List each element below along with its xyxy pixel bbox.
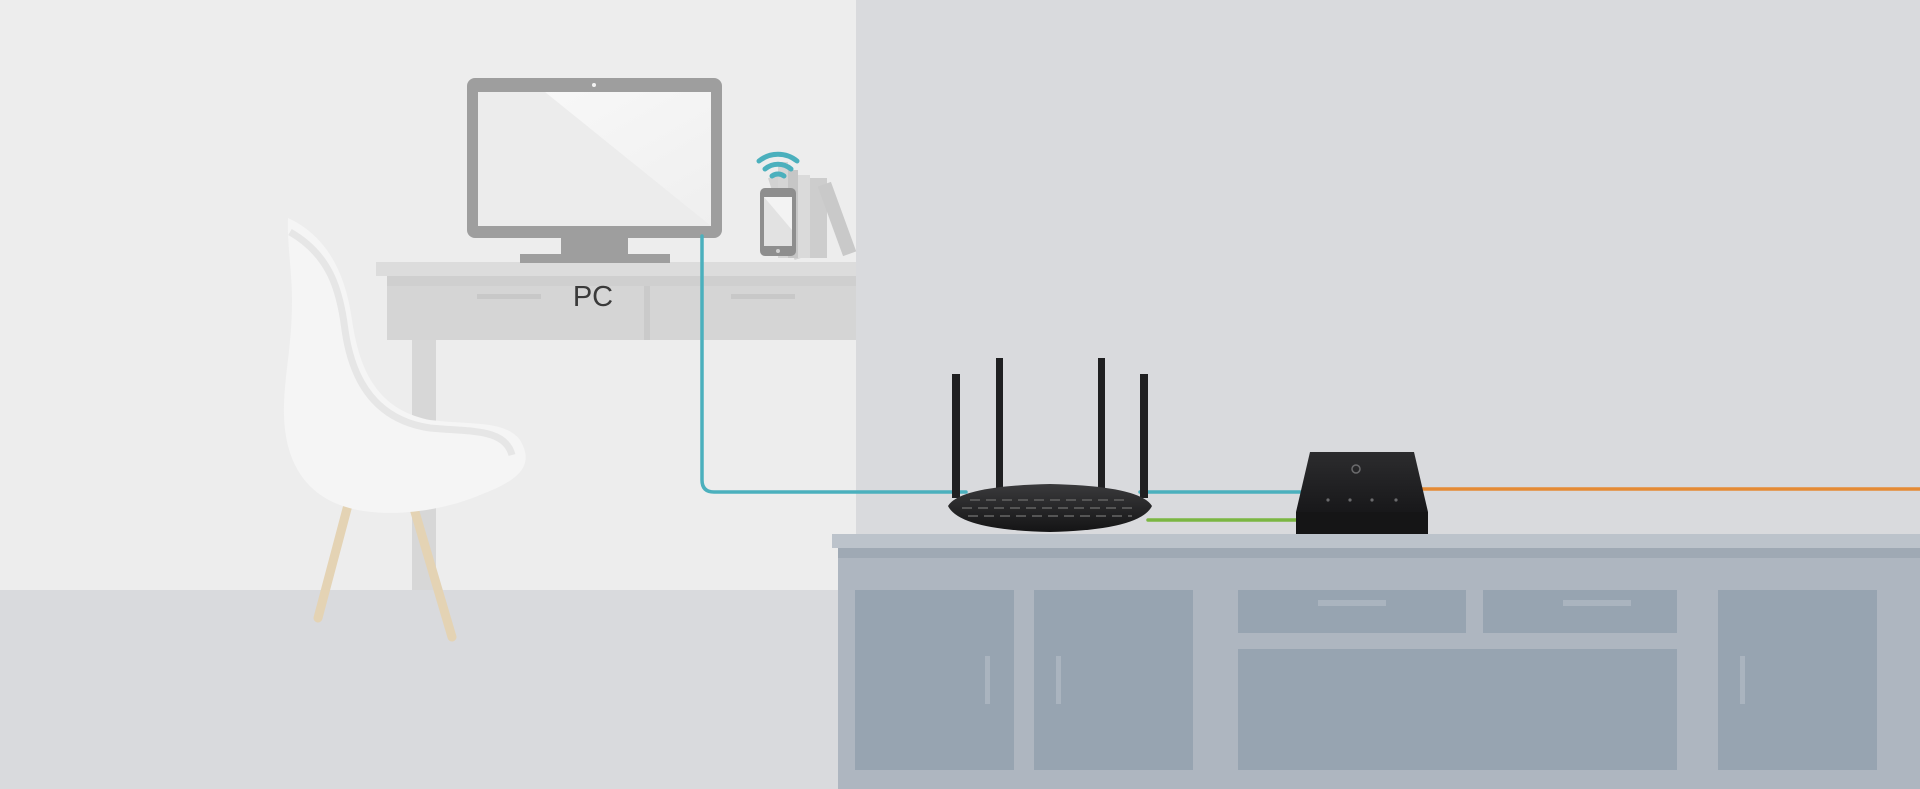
smartphone-icon — [760, 188, 796, 256]
cabinet-door-1 — [855, 590, 1014, 770]
cabinet-door-2-handle — [1056, 656, 1061, 704]
cable-pc-to-router — [700, 234, 968, 494]
desk-drawer-divider — [644, 286, 650, 340]
pc-label: PC — [573, 281, 613, 313]
monitor-screen-glare — [478, 92, 711, 226]
modem-icon — [1296, 452, 1428, 534]
book-6 — [817, 181, 857, 257]
wifi-icon — [756, 151, 800, 179]
cabinet-top — [832, 534, 1920, 548]
wifi-arc-middle — [762, 161, 794, 172]
cables — [700, 234, 1920, 522]
cabinet-panel-center — [1238, 649, 1677, 770]
cabinet — [832, 534, 1920, 789]
phone-home-button — [776, 249, 780, 253]
router-antenna-2 — [996, 358, 1003, 494]
book-3 — [798, 175, 810, 258]
router-antenna-4 — [1140, 374, 1148, 498]
chair-shell — [283, 218, 526, 513]
desk — [376, 262, 856, 590]
desk-drawer-handle-right — [731, 294, 795, 299]
monitor-base — [520, 254, 670, 263]
modem-top — [1296, 452, 1428, 512]
cabinet-lip — [838, 548, 1920, 558]
monitor-neck — [561, 236, 628, 256]
router-antenna-1 — [952, 374, 960, 498]
cabinet-drawer-1 — [1238, 590, 1466, 633]
chair-leg-front — [313, 500, 353, 623]
desk-top — [376, 262, 856, 276]
desk-apron — [387, 276, 856, 286]
cabinet-door-3-handle — [1740, 656, 1745, 704]
chair-leg-back — [405, 490, 457, 642]
chair — [283, 218, 526, 642]
modem-logo — [1351, 464, 1361, 474]
modem-leds — [1326, 498, 1398, 502]
desk-drawer-handle-left — [477, 294, 541, 299]
modem-base — [1296, 512, 1428, 534]
cabinet-drawer-2 — [1483, 590, 1677, 633]
wifi-arc-inner — [769, 171, 787, 179]
router-vents — [962, 499, 1138, 517]
chair-seam — [288, 228, 516, 457]
phone-screen-glare — [764, 197, 792, 246]
router-icon — [948, 358, 1152, 532]
monitor-icon — [467, 78, 722, 263]
monitor-camera — [592, 83, 596, 87]
cabinet-drawer-2-handle — [1563, 600, 1631, 606]
router-antenna-3 — [1098, 358, 1105, 494]
wifi-arc-outer — [756, 151, 800, 164]
cabinet-drawer-1-handle — [1318, 600, 1386, 606]
cabinet-door-1-handle — [985, 656, 990, 704]
